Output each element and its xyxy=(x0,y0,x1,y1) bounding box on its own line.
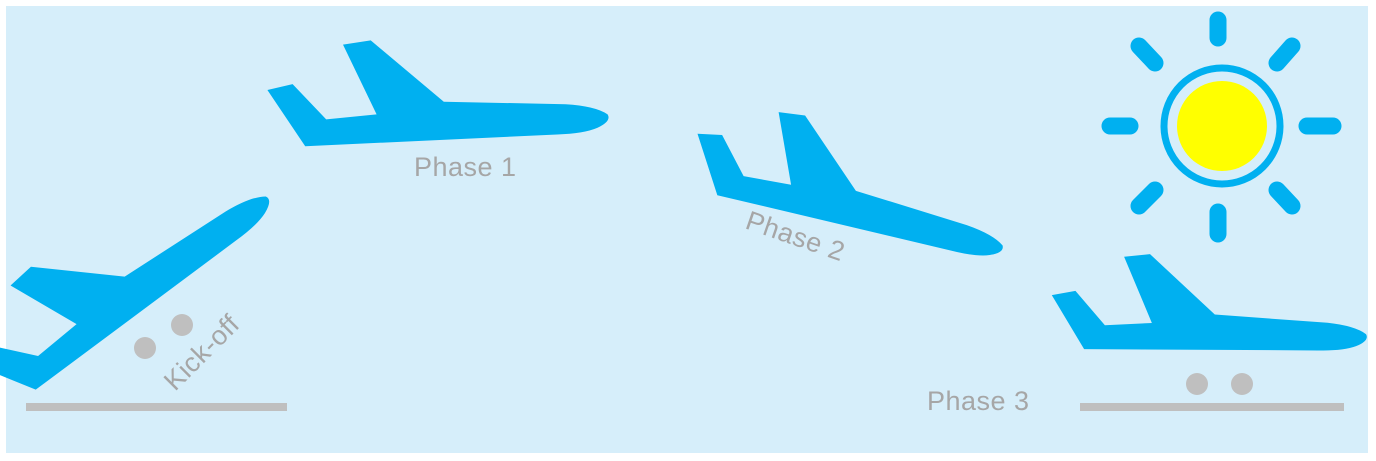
sun-core xyxy=(1177,81,1267,171)
phase3-label: Phase 3 xyxy=(927,386,1030,416)
landing-runway xyxy=(1080,403,1344,411)
takeoff-runway xyxy=(26,403,287,411)
wheel xyxy=(134,337,156,359)
wheel xyxy=(1186,373,1208,395)
phase1-label: Phase 1 xyxy=(414,152,517,182)
wheel xyxy=(1231,373,1253,395)
wheel xyxy=(171,314,193,336)
